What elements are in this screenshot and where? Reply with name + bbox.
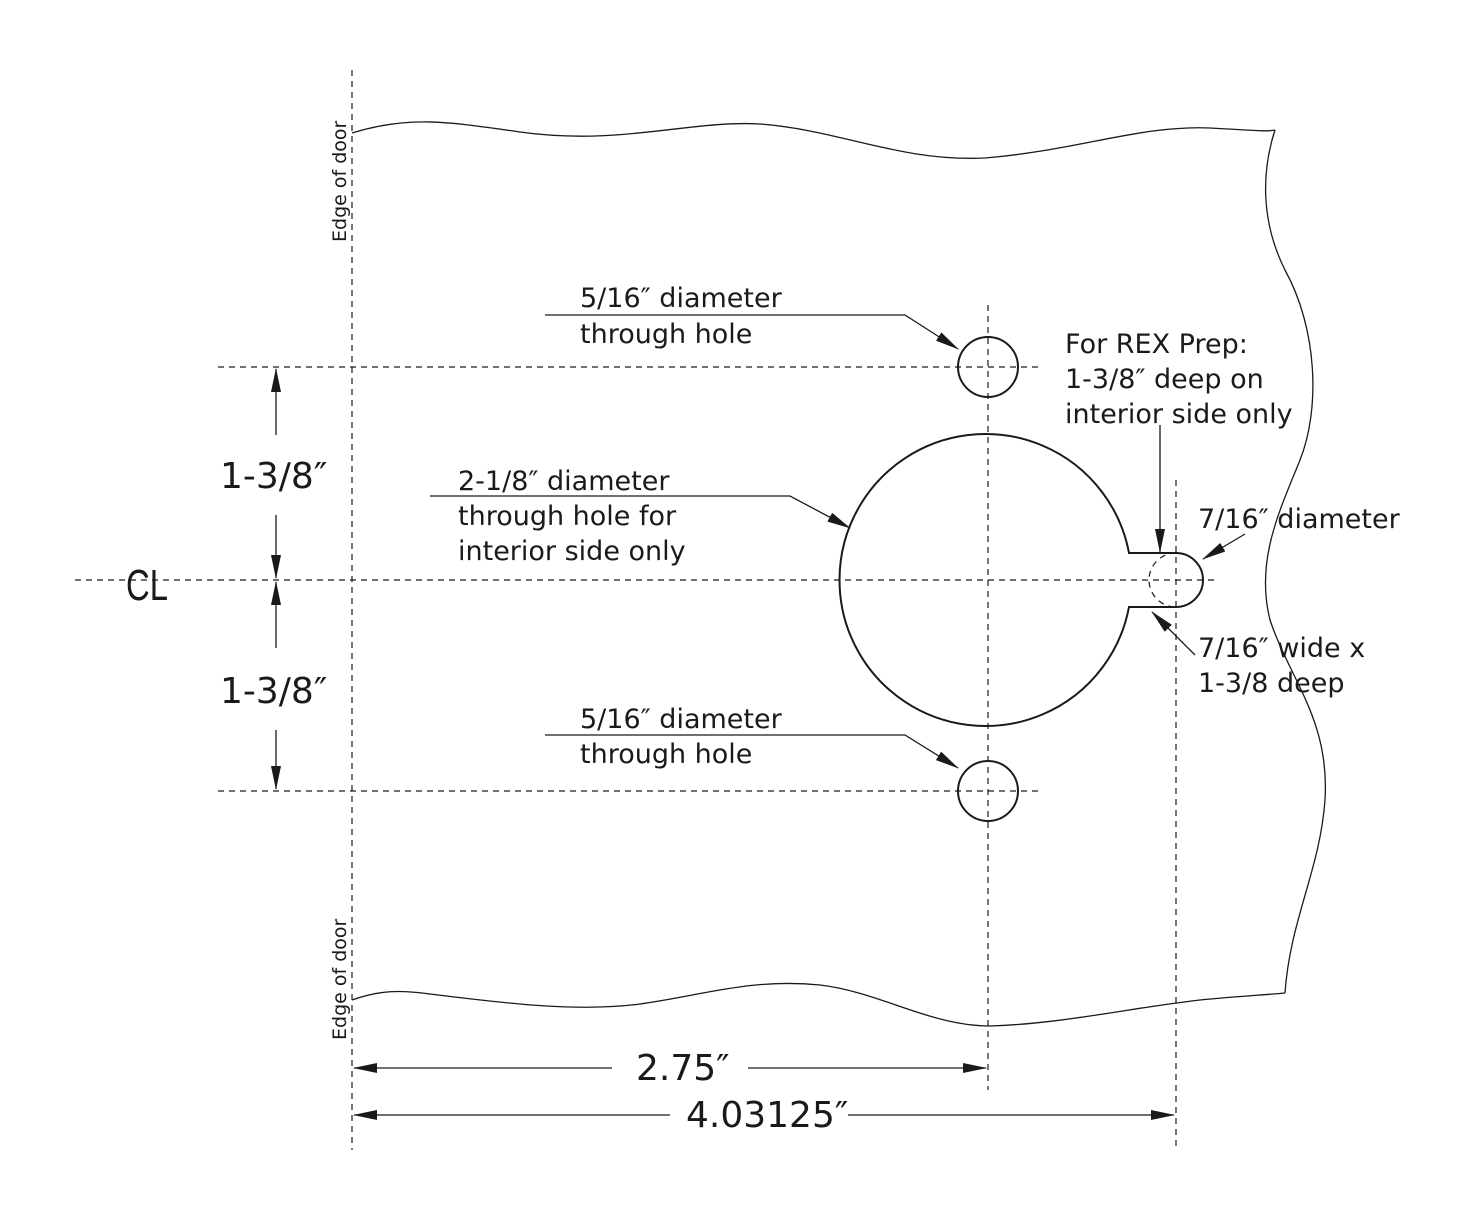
small-diameter-note: 7/16″ diameter bbox=[1198, 504, 1401, 535]
big-hole-leader bbox=[430, 495, 851, 529]
rex-prep-note-line3: interior side only bbox=[1065, 399, 1293, 430]
bottom-hole-note-line2: through hole bbox=[580, 739, 752, 770]
edge-of-door-top-label: Edge of door bbox=[329, 120, 351, 242]
main-bore-with-slot bbox=[838, 433, 1204, 727]
big-hole-note-line1: 2-1/8″ diameter bbox=[458, 466, 670, 497]
rex-prep-note-line1: For REX Prep: bbox=[1065, 329, 1248, 360]
door-top-break-line bbox=[351, 121, 1276, 159]
dim-lower-label: 1-3/8″ bbox=[220, 671, 327, 712]
door-bottom-break-line bbox=[351, 982, 1286, 1027]
bottom-hole-note-line1: 5/16″ diameter bbox=[580, 704, 783, 735]
bottom-hole-leader bbox=[545, 734, 959, 769]
dim-upper-label: 1-3/8″ bbox=[220, 456, 327, 497]
top-hole-note-line1: 5/16″ diameter bbox=[580, 283, 783, 314]
bottom-hole-note: 5/16″ diameter through hole bbox=[580, 704, 790, 770]
top-hole-note: 5/16″ diameter through hole bbox=[580, 283, 790, 350]
top-hole-note-line2: through hole bbox=[580, 319, 752, 350]
rex-hole-dashed-circle bbox=[1148, 552, 1177, 608]
rex-prep-note-line2: 1-3/8″ deep on bbox=[1065, 364, 1264, 395]
small-diameter-leader bbox=[1202, 533, 1246, 560]
door-right-break-line bbox=[1264, 129, 1327, 994]
bottom-through-hole bbox=[957, 760, 1019, 822]
top-hole-leader bbox=[545, 314, 959, 350]
dim-275-label: 2.75″ bbox=[636, 1048, 730, 1089]
centerline-symbol: CL bbox=[126, 561, 168, 610]
rex-prep-note: For REX Prep: 1-3/8″ deep on interior si… bbox=[1065, 329, 1293, 430]
big-hole-note-line2: through hole for bbox=[458, 501, 677, 532]
slot-note-line1: 7/16″ wide x bbox=[1198, 633, 1365, 664]
centerline-symbol-label: CL bbox=[126, 561, 168, 610]
slot-leader bbox=[1151, 611, 1196, 656]
slot-note: 7/16″ wide x 1-3/8 deep bbox=[1198, 633, 1374, 699]
slot-note-line2: 1-3/8 deep bbox=[1198, 668, 1344, 699]
big-hole-note: 2-1/8″ diameter through hole for interio… bbox=[458, 466, 686, 567]
big-hole-note-line3: interior side only bbox=[458, 536, 686, 567]
edge-of-door-bottom-label: Edge of door bbox=[329, 918, 351, 1040]
dim-403-label: 4.03125″ bbox=[686, 1095, 848, 1136]
top-through-hole bbox=[957, 336, 1019, 398]
